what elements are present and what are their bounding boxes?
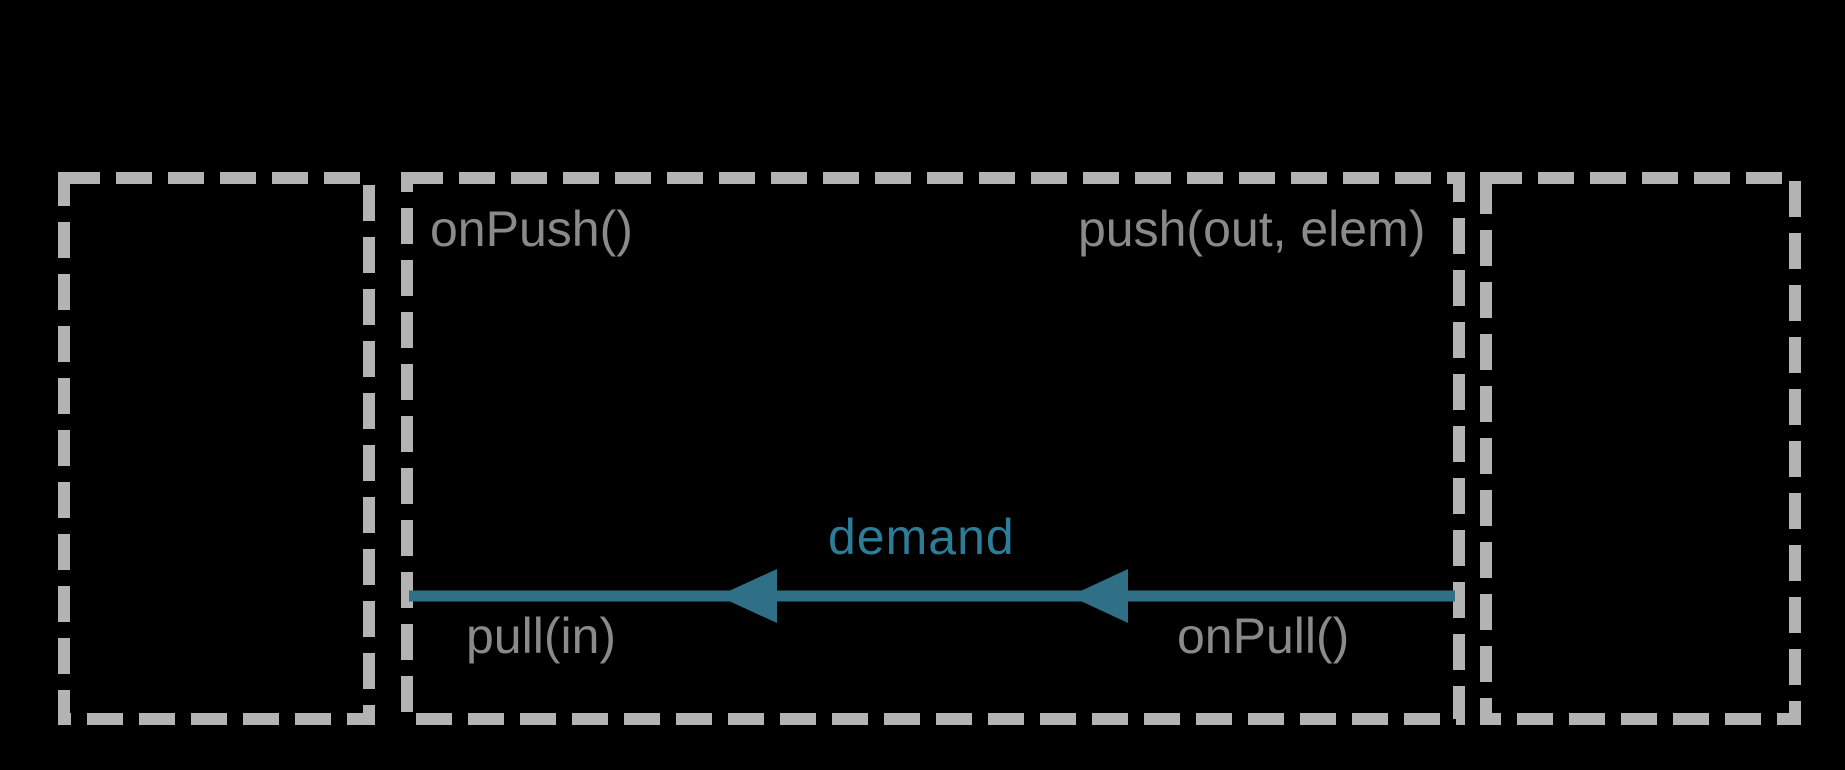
graph-stage-box — [401, 172, 1465, 725]
onpull-label: onPull() — [1177, 608, 1350, 664]
onpush-label: onPush() — [430, 201, 633, 257]
downstream-stage-box — [1480, 172, 1801, 725]
pull-in-label: pull(in) — [466, 608, 617, 664]
left-arrowhead-icon — [718, 569, 777, 623]
left-arrowhead-icon — [1070, 569, 1128, 623]
demand-label: demand — [828, 509, 1015, 565]
upstream-stage-box — [58, 172, 375, 725]
push-out-elem-label: push(out, elem) — [1078, 201, 1426, 257]
